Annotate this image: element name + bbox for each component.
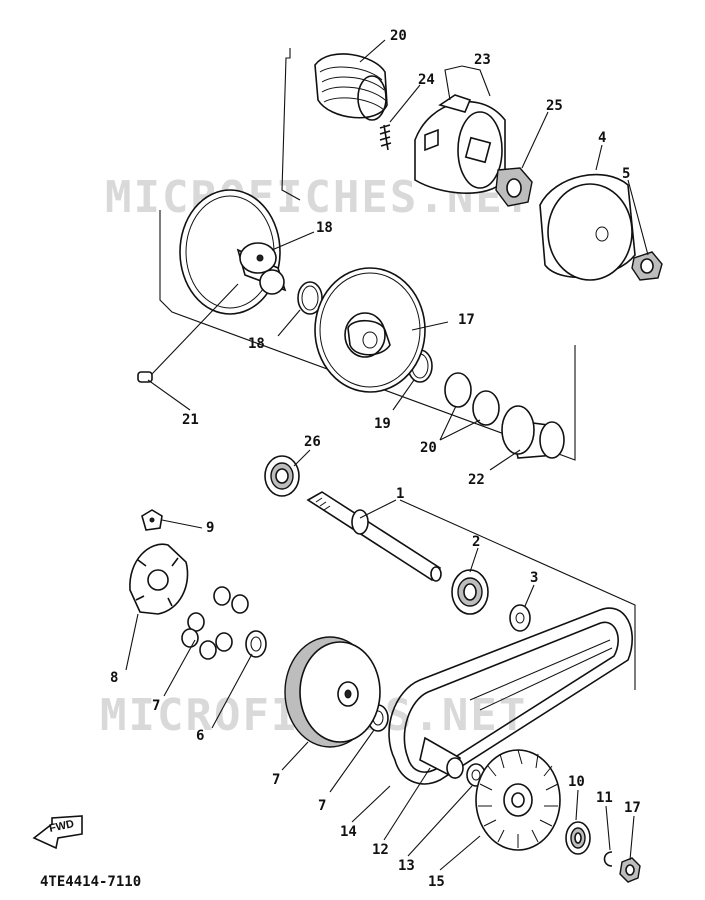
part-18-fixed-sheave — [179, 189, 287, 315]
callout-20-upper: 18 — [248, 336, 265, 352]
callout-4: 4 — [598, 130, 606, 146]
callout-27: 25 — [546, 98, 563, 114]
callout-6: 7 — [272, 772, 280, 788]
callout-22: 21 — [182, 412, 199, 428]
callout-7-left: 6 — [196, 728, 204, 744]
part-27-nut — [495, 167, 533, 207]
part-8-weights — [181, 586, 249, 660]
diagram-code: 4TE4414-7110 — [40, 874, 141, 890]
callout-12: 11 — [596, 790, 613, 806]
callout-25: 23 — [474, 52, 491, 68]
callout-11: 10 — [568, 774, 585, 790]
part-7-spacer-left — [245, 630, 267, 658]
part-26-small-spring — [379, 124, 392, 151]
callout-7-right: 7 — [318, 798, 326, 814]
part-3-washer — [509, 604, 531, 632]
part-1-shaft — [306, 491, 442, 582]
callout-20-lower: 19 — [374, 416, 391, 432]
callout-labels: 20 24 23 25 4 5 18 17 18 19 20 22 21 26 … — [110, 28, 641, 890]
callout-1: 1 — [396, 486, 404, 502]
callout-15: 14 — [340, 824, 357, 840]
part-10-slider — [141, 509, 163, 531]
callout-24: 22 — [468, 472, 485, 488]
part-v-belt — [388, 607, 633, 785]
part-11-washer — [565, 821, 591, 855]
callout-9: 8 — [110, 670, 118, 686]
part-24-collar — [501, 405, 565, 459]
callout-13: 12 — [372, 842, 389, 858]
part-9-cam-plate — [129, 543, 189, 615]
part-12-circlip — [603, 851, 613, 867]
callout-8: 7 — [152, 698, 160, 714]
part-2-bearing — [451, 569, 489, 615]
callout-leaders — [125, 39, 649, 871]
callout-18: 18 — [316, 220, 333, 236]
callout-28: 26 — [304, 434, 321, 450]
callout-16: 15 — [428, 874, 445, 890]
callout-19: 17 — [458, 312, 475, 328]
part-25-cam — [414, 94, 506, 194]
assembly-frames — [159, 48, 636, 690]
part-23-spring — [314, 53, 388, 121]
callout-17: 17 — [624, 800, 641, 816]
fwd-arrow-icon: FWD — [32, 815, 83, 850]
callout-2: 2 — [472, 534, 480, 550]
part-22-pin — [137, 283, 239, 383]
callout-26: 24 — [418, 72, 435, 88]
callout-3: 3 — [530, 570, 538, 586]
callout-21: 20 — [420, 440, 437, 456]
part-5-nut — [631, 251, 663, 281]
part-28-bearing — [264, 455, 300, 497]
part-6-primary-sheave — [284, 636, 381, 748]
callout-10: 9 — [206, 520, 214, 536]
part-16-fan — [475, 749, 561, 851]
part-13-sleeve — [419, 736, 464, 780]
fwd-label: FWD — [48, 818, 75, 835]
part-4-clutch-housing — [539, 173, 636, 281]
callout-5: 5 — [622, 166, 630, 182]
callout-14: 13 — [398, 858, 415, 874]
part-17-nut — [619, 857, 641, 883]
part-21-o-rings — [444, 372, 500, 426]
callout-23: 20 — [390, 28, 407, 44]
part-19-sliding-sheave — [314, 267, 426, 393]
